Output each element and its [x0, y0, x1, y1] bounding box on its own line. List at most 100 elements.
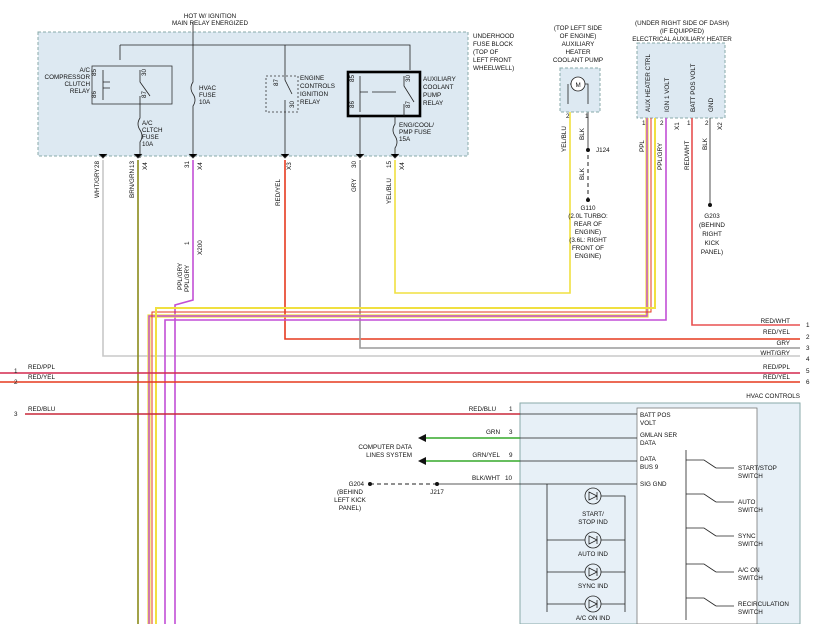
heater-pin-aux-ctrl: AUX HEATER CTRL — [645, 54, 652, 112]
j217-label: J217 — [430, 489, 444, 496]
switch-sync-1: SYNC — [738, 533, 756, 540]
g204-label-2: (BEHIND — [337, 489, 363, 496]
hvac-pin-10: 10 — [505, 475, 513, 482]
fuse-wire-gry: GRY — [351, 178, 358, 192]
wire-red-core — [151, 118, 652, 624]
acp-relay-label-1: AUXILIARY — [423, 76, 457, 83]
acp-pin-85: 85 — [349, 74, 356, 82]
fuse-wire-red-yel: RED/YEL — [275, 179, 282, 206]
ac-relay-label-3: CLUTCH — [64, 81, 90, 88]
hvac-pin-1: 1 — [509, 406, 513, 413]
bus-label-red-yel: RED/YEL — [763, 329, 790, 336]
pump-motor-letter: M — [576, 82, 581, 89]
switch-start-stop-1: START/STOP — [738, 465, 777, 472]
splice-j217 — [435, 482, 439, 486]
g203-label-3: RIGHT — [702, 231, 722, 238]
heater-wire-ppl-gry: PPL/GRY — [657, 142, 664, 170]
hvac-wire-grn: GRN — [486, 429, 500, 436]
bus-num-l2: 2 — [14, 379, 18, 386]
ac-fuse-label-2: CLTCH — [142, 127, 163, 134]
fuse-wire-wht-gry: WHT/GRY — [94, 168, 101, 198]
ind-ac-on: A/C ON IND — [576, 615, 611, 622]
fuse-wire-brn-grn: BRN/GRN — [129, 169, 136, 198]
ac-clutch-fuse-symbol — [137, 104, 143, 158]
ac-relay-label-2: COMPRESSOR — [45, 74, 91, 81]
indicator-leds — [547, 487, 626, 613]
ac-relay-coil — [102, 70, 110, 100]
engine-controls-ignition-relay — [265, 75, 299, 113]
hvac-input-data-1: DATA — [640, 456, 657, 463]
pump-label-1: (TOP LEFT SIDE — [554, 25, 602, 32]
fuse-block-title-3: (TOP OF — [473, 49, 498, 56]
eng-fuse-label-1: ENG/COOL/ — [399, 122, 434, 129]
hvac-input-lines — [520, 413, 637, 612]
pump-label-4: HEATER — [565, 49, 591, 56]
hvac-pin-3: 3 — [509, 429, 513, 436]
ground-g203 — [708, 203, 712, 207]
fuse-conn-x4-a: X4 — [142, 162, 149, 170]
fuse-wire-ppl-gry: PPL/GRY — [184, 264, 191, 292]
cdls-label-2: LINES SYSTEM — [366, 452, 412, 459]
auxiliary-heater-module — [636, 42, 726, 119]
underhood-fuse-block — [37, 31, 469, 157]
g204-label-1: G204 — [349, 481, 365, 488]
hvac-input-gmlan-1: GMLAN SER — [640, 432, 678, 439]
hvac-controls-title: HVAC CONTROLS — [746, 393, 800, 400]
fuse-pin-13: 13 — [129, 160, 136, 168]
hvac-input-data-2: BUS 9 — [640, 464, 659, 471]
acp-relay-switch — [403, 76, 415, 116]
heater-wire-blk: BLK — [702, 137, 709, 150]
aux-coolant-pump-relay — [346, 70, 422, 118]
fuse-block-connector-ticks — [98, 153, 400, 159]
switch-sync-2: SWITCH — [738, 541, 763, 548]
main-relay-label: MAIN RELAY ENERGIZED — [172, 20, 248, 27]
fuse-pin-31: 31 — [184, 160, 191, 168]
g110-label-5: (3.6L: RIGHT — [569, 237, 607, 244]
heater-label-1: (UNDER RIGHT SIDE OF DASH) — [635, 20, 729, 27]
hvac-input-sig-gnd: SIG GND — [640, 481, 667, 488]
g204-label-3: LEFT KICK — [334, 497, 367, 504]
hvac-controls-inner — [636, 407, 758, 625]
bus-label-wht-gry: WHT/GRY — [760, 350, 790, 357]
switch-recirc-2: SWITCH — [738, 609, 763, 616]
ind-start-stop-1: START/ — [582, 511, 604, 518]
g203-label-2: (BEHIND — [699, 222, 725, 229]
bus-label-red-wht: RED/WHT — [761, 318, 791, 325]
hvac-input-gmlan-2: DATA — [640, 440, 657, 447]
heater-pin-no-3: 1 — [687, 120, 691, 127]
pump-label-5: COOLANT PUMP — [553, 57, 603, 64]
acp-pin-30: 30 — [405, 74, 412, 82]
ac-pin-87: 87 — [141, 90, 148, 98]
ecir-label-2: CONTROLS — [300, 83, 335, 90]
ac-compressor-relay — [91, 65, 173, 105]
ecir-pin-30: 30 — [289, 100, 296, 108]
bus-num-r2: 2 — [806, 334, 810, 341]
acp-relay-coil — [359, 76, 396, 112]
switch-recirc-1: RECIRCULATION — [738, 601, 789, 608]
pump-label-3: AUXILIARY — [562, 41, 596, 48]
fuse-block-title-5: WHEELWELL) — [473, 65, 514, 72]
g203-label-4: KICK — [705, 240, 720, 247]
acp-relay-label-3: PUMP — [423, 92, 441, 99]
heater-pin-no-1: 1 — [642, 120, 646, 127]
ecir-label-4: RELAY — [300, 99, 321, 106]
hvac-pin-9: 9 — [509, 452, 513, 459]
wire-ppl-core — [148, 118, 648, 624]
ac-fuse-label-4: 10A — [142, 141, 154, 148]
wire-red-yel-fuse — [284, 160, 800, 340]
heater-pin-no-2: 2 — [660, 120, 664, 127]
bus-num-r3: 3 — [806, 345, 810, 352]
g110-label-4: ENGINE) — [575, 229, 601, 236]
fuse-conn-x4-b: X4 — [197, 162, 204, 170]
switch-ac-on-1: A/C ON — [738, 567, 760, 574]
g110-label-6: FRONT OF — [572, 245, 604, 252]
ac-fuse-label-3: FUSE — [142, 134, 159, 141]
ac-pin-85: 85 — [91, 68, 98, 76]
splice-j124 — [586, 148, 590, 152]
ind-start-stop-2: STOP IND — [578, 519, 608, 526]
ac-pin-86: 86 — [91, 90, 98, 98]
cdls-arrow-grn-yel — [418, 457, 426, 465]
bus-num-r5: 5 — [806, 368, 810, 375]
eng-cool-pmp-fuse-symbol — [359, 116, 398, 158]
ground-g110 — [586, 198, 590, 202]
